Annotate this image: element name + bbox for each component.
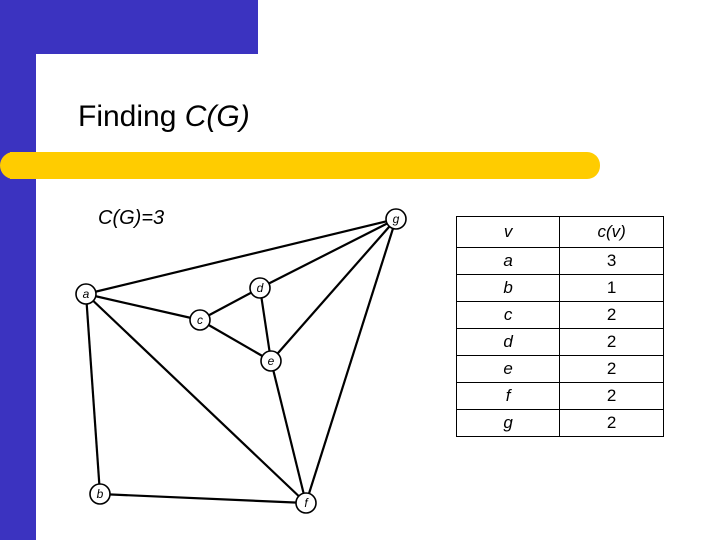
graph-node-e: e	[260, 350, 282, 372]
table-cell-vertex: d	[455, 328, 561, 356]
table-header-row: v c(v)	[455, 216, 664, 248]
graph-edges	[84, 217, 398, 505]
graph-edge-a-c	[85, 292, 201, 322]
graph-edge-c-d	[199, 287, 261, 321]
graph-node-d: d	[249, 277, 271, 299]
graph-node-g: g	[385, 208, 407, 230]
graph-edge-c-e	[199, 319, 272, 362]
title-prefix: Finding	[78, 100, 185, 133]
table-cell-vertex: c	[455, 301, 561, 329]
chromatic-number-label: C(G)=3	[98, 207, 165, 229]
graph-diagram: a b c d e f g	[60, 195, 450, 525]
graph-nodes: a b c d e f g	[75, 208, 407, 514]
graph-node-f: f	[295, 492, 317, 514]
blue-top-block	[0, 0, 258, 54]
graph-edge-d-g	[259, 218, 397, 289]
graph-node-circle-b	[89, 483, 111, 505]
table-cell-color: 1	[559, 274, 664, 302]
graph-node-label-e: e	[268, 354, 275, 368]
graph-edge-g-f	[304, 218, 398, 504]
table-cell-color: 2	[559, 382, 664, 410]
table-cell-vertex: g	[455, 409, 561, 437]
table-cell-color: 2	[559, 301, 664, 329]
graph-node-circle-c	[189, 309, 211, 331]
table-cell-color: 3	[559, 247, 664, 275]
graph-edge-b-f	[99, 492, 307, 505]
title-math: C(G)	[184, 100, 250, 133]
graph-node-label-b: b	[97, 487, 104, 501]
graph-node-label-a: a	[83, 287, 90, 301]
graph-svg: a b c d e f g	[75, 208, 407, 514]
graph-node-circle-f	[295, 492, 317, 514]
graph-node-circle-a	[75, 283, 97, 305]
table-cell-color: 2	[559, 355, 664, 383]
table-cell-vertex: e	[455, 355, 561, 383]
graph-node-circle-g	[385, 208, 407, 230]
graph-node-label-c: c	[197, 313, 203, 327]
graph-edge-d-e	[258, 287, 273, 362]
graph-node-circle-e	[260, 350, 282, 372]
graph-edge-e-g	[270, 218, 397, 362]
table-cell-vertex: f	[455, 382, 561, 410]
graph-edge-a-f	[85, 293, 307, 504]
table-header-v: v	[455, 216, 561, 248]
graph-node-label-d: d	[257, 281, 264, 295]
graph-node-label-f: f	[304, 496, 309, 510]
graph-node-c: c	[189, 309, 211, 331]
table-cell-color: 2	[559, 409, 664, 437]
graph-edge-a-b	[84, 293, 102, 495]
table-cell-color: 2	[559, 328, 664, 356]
yellow-bar	[10, 152, 600, 179]
table-cell-vertex: b	[455, 274, 561, 302]
table-cell-vertex: a	[455, 247, 561, 275]
graph-node-label-g: g	[393, 212, 400, 226]
table-header-cv: c(v)	[559, 216, 664, 248]
page-title: Finding C(G)	[78, 100, 250, 134]
blue-left-bar	[0, 0, 36, 540]
graph-node-circle-d	[249, 277, 271, 299]
graph-node-a: a	[75, 283, 97, 305]
graph-node-b: b	[89, 483, 111, 505]
graph-edge-e-f	[269, 360, 308, 504]
graph-edge-a-g	[85, 217, 397, 296]
